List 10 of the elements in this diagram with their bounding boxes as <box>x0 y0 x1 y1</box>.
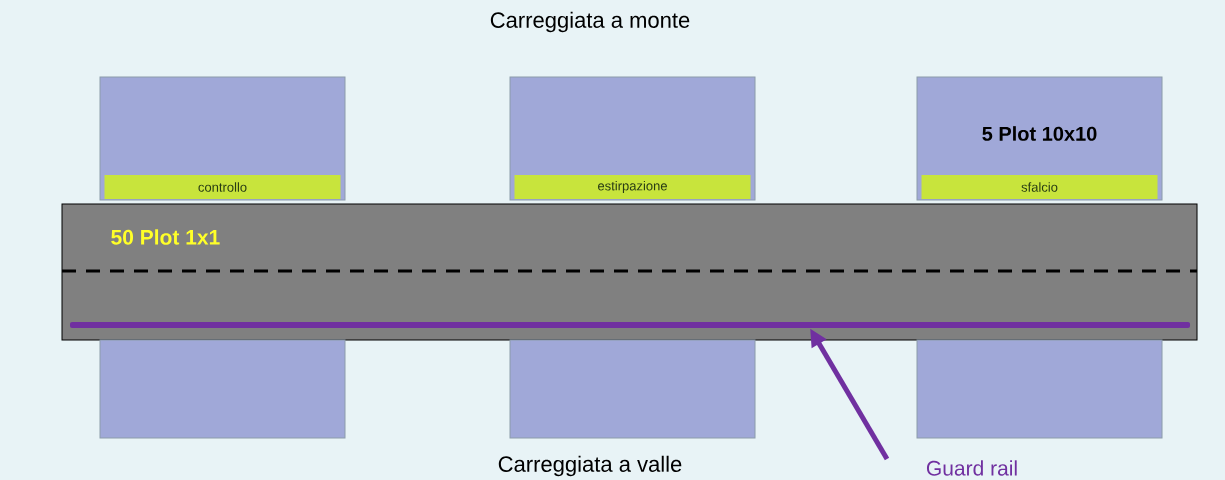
side-label: Carreggiata a monte <box>490 11 690 33</box>
plot-square <box>916 339 1163 439</box>
guard-rail <box>70 322 1190 328</box>
road: 50 Plot 1x1 <box>61 203 1198 341</box>
callout-text: Guard rail <box>926 460 1017 476</box>
strip-label: estirpazione <box>514 175 751 199</box>
plot-square <box>509 339 756 439</box>
strip-label: sfalcio <box>921 175 1158 199</box>
plot-square <box>99 339 346 439</box>
strip-label: controllo <box>104 175 341 199</box>
